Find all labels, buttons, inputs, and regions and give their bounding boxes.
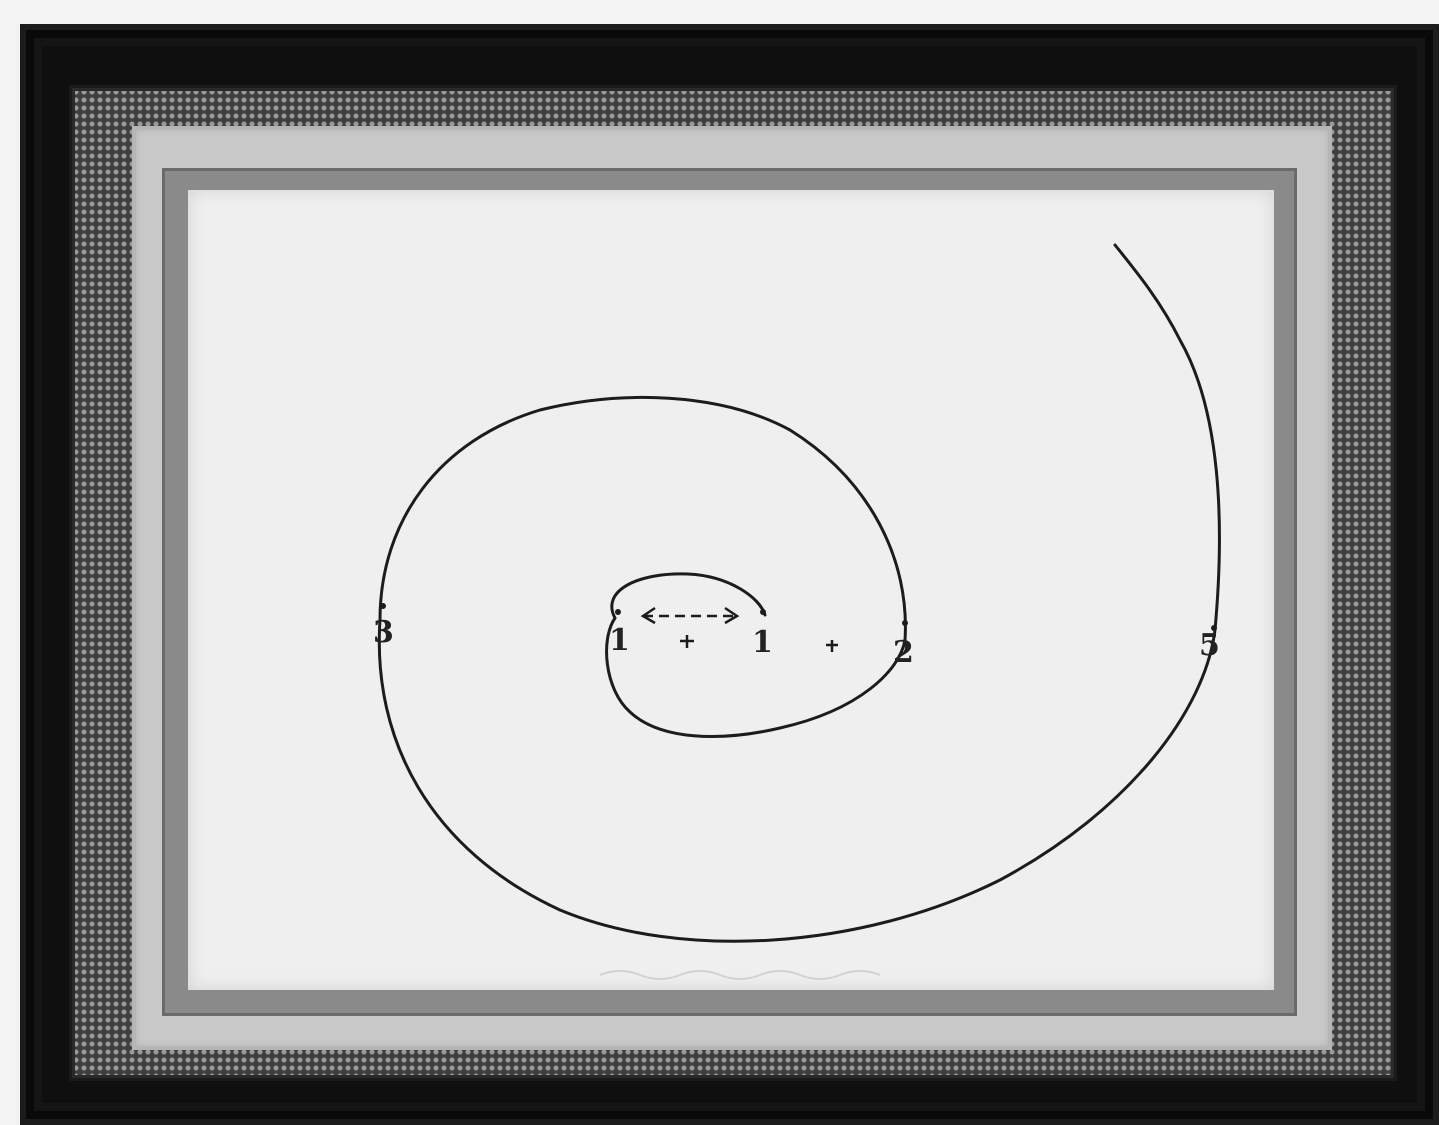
label-three: 3	[373, 615, 394, 650]
spiral-line	[379, 245, 1219, 941]
label-five: 5	[1199, 628, 1220, 663]
label-one-right: 1	[752, 625, 773, 660]
faint-inscription	[600, 971, 880, 979]
tick-marks	[380, 603, 1217, 631]
label-two: 2	[893, 635, 914, 670]
label-one-left: 1	[609, 623, 630, 658]
double-arrow-icon	[643, 608, 737, 623]
